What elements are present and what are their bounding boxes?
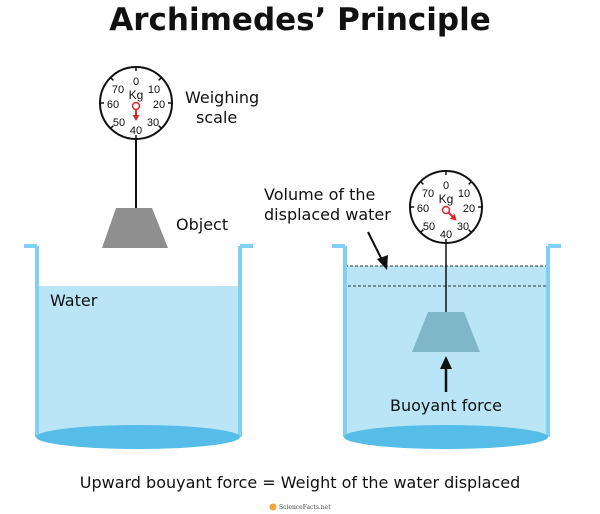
right-dial-ticks	[410, 171, 482, 243]
left-tank-bottom	[36, 425, 240, 449]
left-needle-tip	[132, 115, 140, 121]
right-dial-needle	[447, 211, 457, 221]
brand-logo: ScienceFacts.net	[269, 503, 331, 511]
right-dial-unit: Kg	[439, 192, 454, 206]
left-dial-tick	[110, 77, 114, 81]
right-dial-tick	[468, 181, 472, 185]
weighing-scale-label-line1: Weighing	[185, 88, 259, 107]
right-tank-bottom	[344, 425, 548, 449]
brand-logo-icon	[269, 503, 277, 511]
right-dial-num-0: 0	[443, 180, 449, 192]
caption: Upward bouyant force = Weight of the wat…	[80, 473, 521, 492]
weighing-scale-label-line2: scale	[196, 108, 237, 127]
volume-label-line2: displaced water	[264, 205, 391, 224]
right-dial-num-70: 70	[422, 188, 434, 200]
right-dial-num-40: 40	[440, 229, 452, 241]
left-dial-ticks	[100, 67, 172, 139]
right-weighing-scale: 0 10 20 30 40 50 60 70 Kg	[409, 170, 483, 244]
left-dial-num-60: 60	[107, 99, 119, 111]
left-dial-num-40: 40	[130, 125, 142, 137]
left-dial-num-0: 0	[133, 76, 139, 88]
right-dial-tick	[420, 181, 424, 185]
buoyant-force-label: Buoyant force	[390, 396, 502, 415]
object-label: Object	[176, 215, 228, 234]
right-dial-tick	[468, 229, 472, 233]
left-dial-pivot	[131, 101, 141, 111]
volume-label-line1: Volume of the	[264, 185, 375, 204]
left-weighing-scale: 0 10 20 30 40 50 60 70 Kg	[99, 66, 173, 140]
right-dial-num-10: 10	[458, 188, 470, 200]
right-dial-num-60: 60	[417, 203, 429, 215]
object-dry	[102, 208, 168, 248]
volume-pointer-arrow	[367, 231, 383, 261]
right-dial-num-50: 50	[423, 221, 435, 233]
left-dial-tick	[158, 77, 162, 81]
right-needle-tip	[449, 213, 457, 221]
brand-text: ScienceFacts.net	[279, 504, 331, 511]
right-dial-num-20: 20	[463, 203, 475, 215]
left-dial-num-50: 50	[113, 117, 125, 129]
left-dial-tick	[110, 125, 114, 129]
right-dial-pivot	[441, 205, 451, 215]
left-dial-num-20: 20	[153, 99, 165, 111]
left-dial-needle	[132, 109, 140, 121]
left-dial-num-70: 70	[112, 84, 124, 96]
right-dial-num-30: 30	[457, 221, 469, 233]
object-submerged	[412, 312, 480, 352]
volume-pointer-arrowhead	[377, 255, 388, 270]
left-tank	[24, 244, 253, 449]
left-dial-num-10: 10	[148, 84, 160, 96]
right-dial-tick	[420, 229, 424, 233]
page-title: Archimedes’ Principle	[109, 2, 490, 38]
left-dial-num-30: 30	[147, 117, 159, 129]
left-dial-unit: Kg	[129, 88, 144, 102]
buoyant-force-arrowhead	[440, 356, 452, 369]
left-dial-tick	[158, 125, 162, 129]
left-tank-water	[37, 286, 240, 448]
water-label: Water	[50, 291, 98, 310]
